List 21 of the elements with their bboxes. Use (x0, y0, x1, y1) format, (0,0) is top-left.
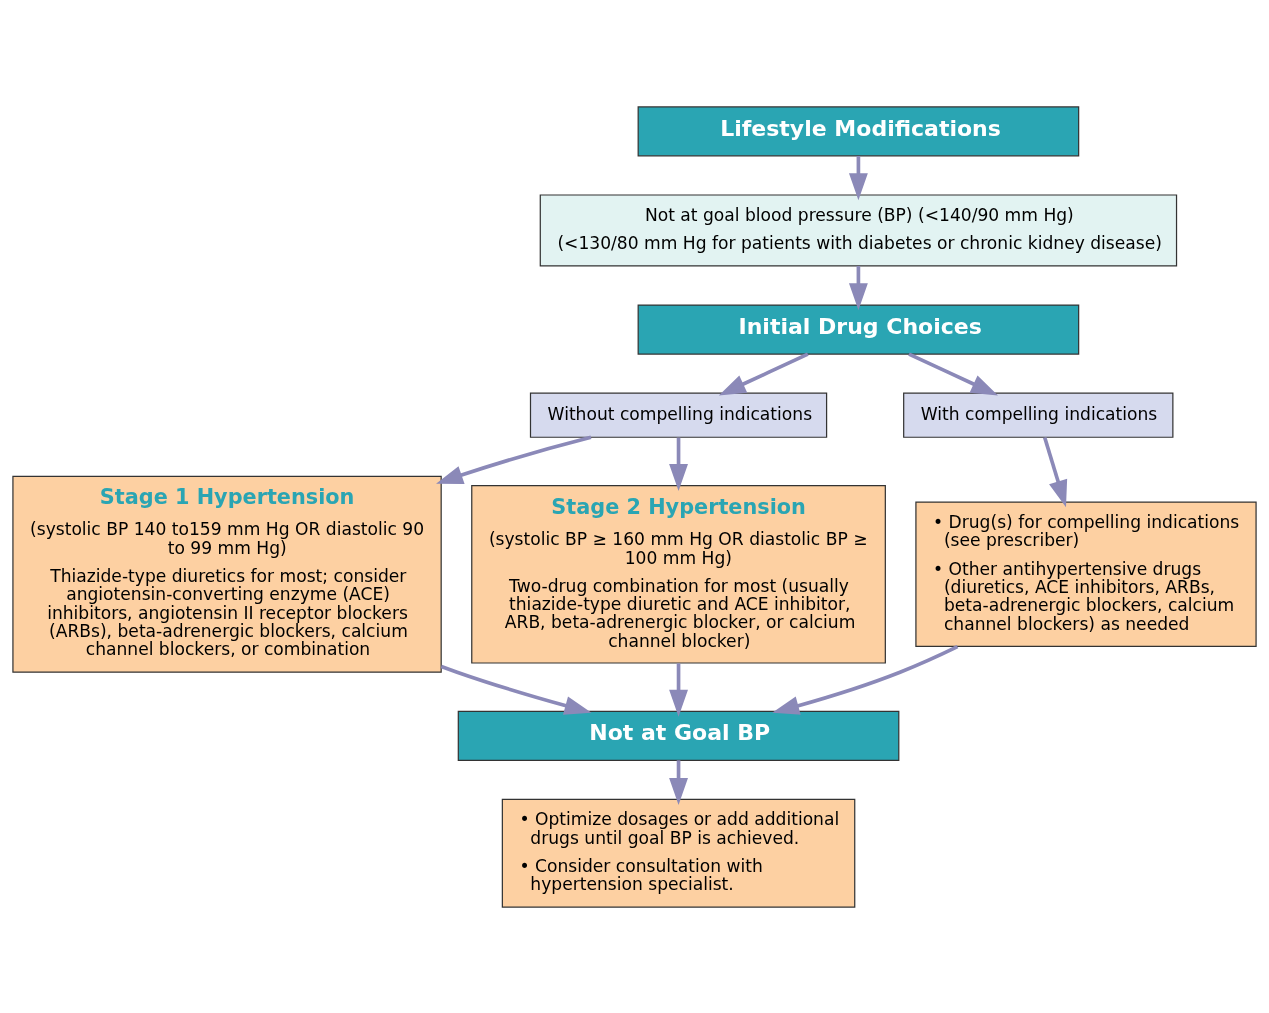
node-box: Stage 2 Hypertension (systolic BP ≥ 160 mm Hg OR diastolic BP ≥ 100 mm Hg) Two-drug combination for most (usually thiazide-type diuretic and ACE inhibitor, ARB, beta-adrenergic blocker, or calcium channel blocker) (471, 484, 886, 664)
node-box: Not at goal blood pressure (BP) (<140/90 mm Hg) (<130/80 mm Hg for patients with diabetes or chronic kidney disease) (539, 193, 1178, 267)
arrow (436, 435, 592, 484)
node-box: • Drug(s) for compelling indications (see prescriber) • Other antihypertensive drugs (diuretics, ACE inhibitors, ARBs, beta-adrenergic blockers, calcium channel blockers) as needed (915, 501, 1257, 647)
arrow (440, 664, 592, 715)
arrow (669, 662, 688, 717)
arrow (1042, 436, 1068, 507)
arrow (669, 759, 688, 805)
node-box: Lifestyle Modifications (637, 105, 1080, 156)
node-box: Not at Goal BP (457, 710, 900, 761)
arrow (669, 437, 688, 491)
node-box: Without compelling indications (529, 392, 828, 438)
node-box: With compelling indications (903, 392, 1174, 438)
node-box: Stage 1 Hypertension (systolic BP 140 to159 mm Hg OR diastolic 90 to 99 mm Hg) Thiazide-type diuretics for most; consider angiotensin-converting enzyme (ACE) inhibitors, angiotensin II receptor blockers (ARBs), beta-adrenergic blockers, calcium channel blockers, or combination (12, 475, 442, 673)
node-box: Initial Drug Choices (637, 304, 1080, 355)
node-box: • Optimize dosages or add additional drugs until goal BP is achieved. • Consider consultation with hypertension specialist. (501, 798, 856, 908)
arrow (908, 352, 999, 395)
arrow (772, 644, 959, 715)
arrow (848, 265, 868, 310)
arrow (848, 155, 868, 200)
arrow (718, 352, 809, 395)
